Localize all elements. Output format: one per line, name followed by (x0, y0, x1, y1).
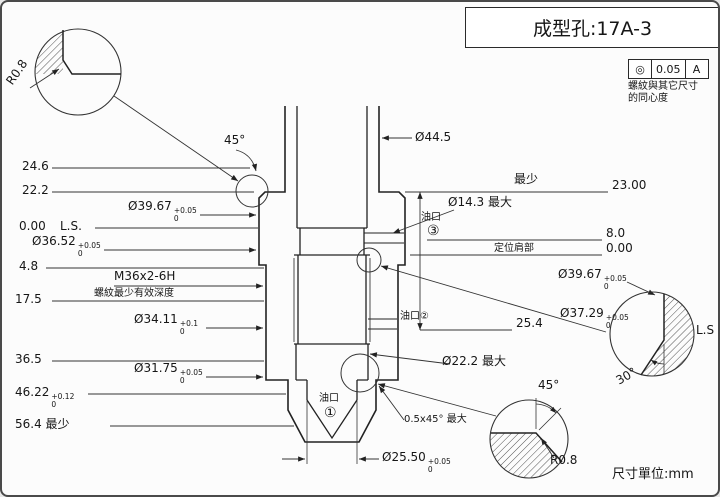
dim-24-6: 24.6 (22, 159, 49, 173)
oil-port-3-label: 油口 (421, 212, 441, 223)
dim-0-00-right: 0.00 (606, 241, 633, 255)
dim-23-00: 23.00 (612, 178, 647, 192)
oil-port-3-balloon: ③ (427, 223, 440, 239)
thread-spec: M36x2-6H (114, 269, 176, 283)
detail-view-right (609, 291, 695, 377)
detail-ls-label: L.S (696, 323, 715, 337)
detail-angle-45: 45° (538, 378, 560, 392)
units-note: 尺寸單位:mm (612, 467, 694, 482)
dim-56-4-min: 56.4 最少 (15, 417, 70, 431)
detail-view-top-left (34, 28, 122, 116)
detail-reference-circles (235, 174, 382, 393)
title-block: 成型孔:17A-3 (465, 7, 718, 48)
dim-4-8: 4.8 (19, 259, 39, 273)
drawing-title: 成型孔:17A-3 (532, 18, 653, 40)
dim-0-00-left: 0.00 (19, 219, 46, 233)
oil-port-2-label: 油口② (400, 311, 429, 322)
dim-dia-44-5: Ø44.5 (415, 130, 452, 144)
detail-view-bottom (489, 398, 569, 479)
chamfer-0-5x45-note: 0.5x45° 最大 (404, 414, 467, 425)
tolerance-note-line1: 螺紋與其它尺寸 (628, 81, 698, 92)
dim-17-5: 17.5 (15, 292, 42, 306)
locating-shoulder-label: 定位肩部 (494, 243, 534, 254)
dim-22-2: 22.2 (22, 183, 49, 197)
oil-port-1-balloon: ① (324, 405, 337, 421)
leader-arrows (29, 68, 656, 462)
dim-36-5: 36.5 (15, 352, 42, 366)
concentricity-symbol: ◎ (629, 60, 652, 78)
oil-port-1-label: 油口 (319, 393, 339, 404)
tolerance-note-line2: 的同心度 (628, 93, 668, 104)
tolerance-value: 0.05 (652, 60, 686, 78)
datum-reference: A (692, 62, 701, 76)
dim-dia-22-2-max: Ø22.2 最大 (442, 354, 506, 368)
dimension-lines (46, 167, 608, 464)
geometric-tolerance-frame: ◎ 0.05 A (628, 59, 709, 79)
dim-8-0: 8.0 (606, 226, 626, 240)
thread-depth-note: 螺紋最少有效深度 (94, 288, 174, 299)
dim-25-4: 25.4 (516, 316, 543, 330)
min-label: 最少 (514, 172, 539, 186)
dim-ls-left: L.S. (60, 219, 82, 233)
dim-45-chamfer-top: 45° (224, 133, 246, 147)
detail-radius-r08-bottom: R0.8 (550, 453, 578, 467)
dim-dia-14-3-max: Ø14.3 最大 (448, 195, 512, 209)
